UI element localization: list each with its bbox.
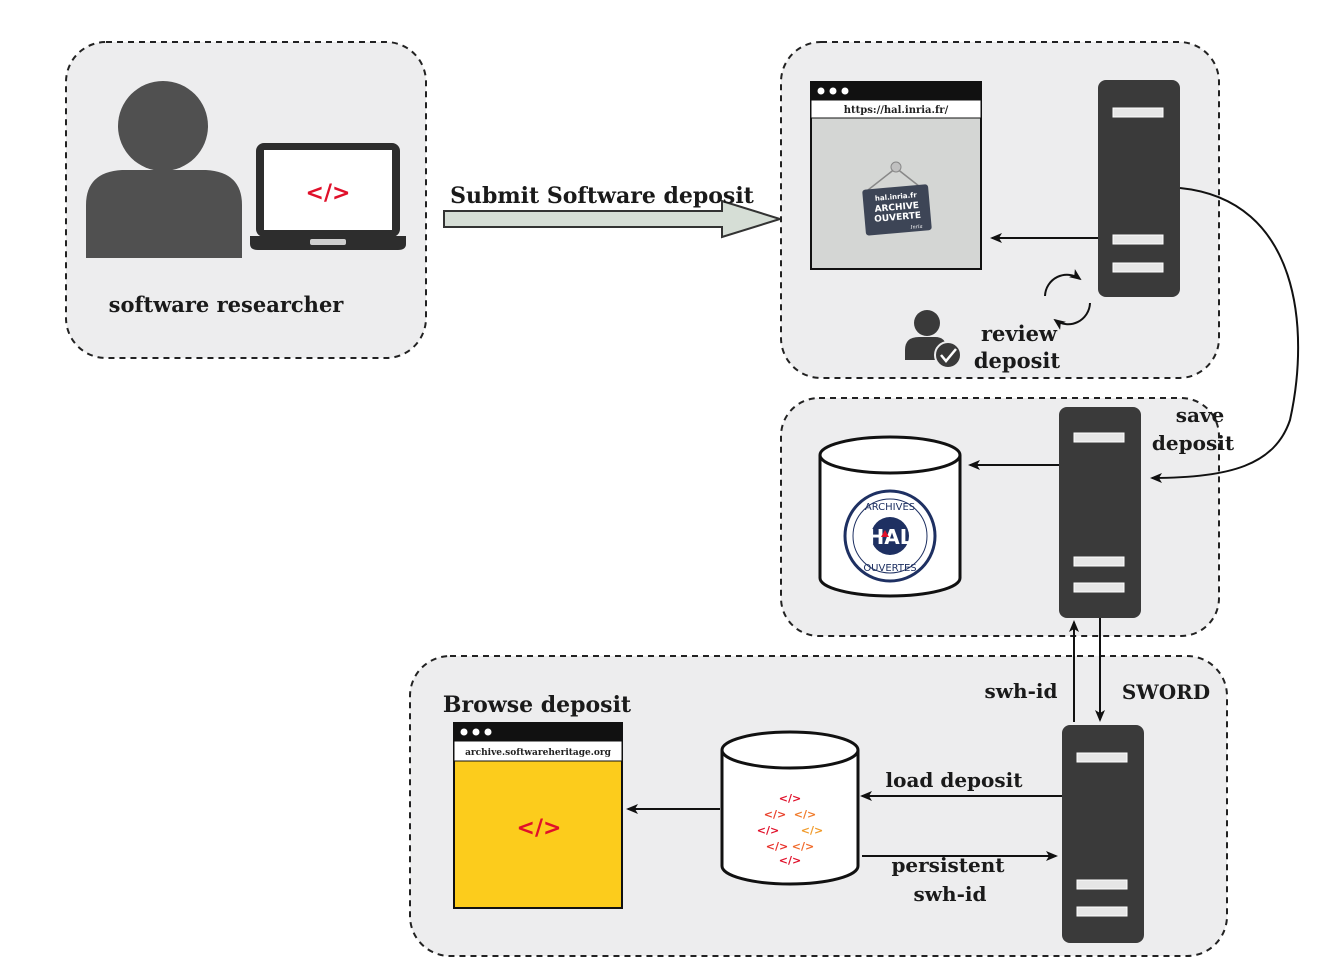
browse-deposit-title: Browse deposit (443, 692, 632, 718)
review-label-line2: deposit (974, 348, 1061, 373)
persistent-label-line1: persistent (891, 853, 1005, 877)
svg-text:</>: </> (794, 808, 816, 821)
laptop-code-symbol: </> (306, 181, 351, 206)
hal-archives-logo: HAL ARCHIVES OUVERTES (843, 489, 937, 583)
refresh-cycle-icon (1044, 269, 1091, 330)
swh-panel: Browse deposit archive.softwareheritage.… (409, 655, 1228, 957)
svg-text:OUVERTES: OUVERTES (863, 563, 916, 574)
swh-browser-window: archive.softwareheritage.org </> (453, 722, 623, 909)
svg-text:</>: </> (801, 824, 823, 837)
swh-code-symbol: </> (517, 816, 562, 841)
svg-text:hal.inria.fr: hal.inria.fr (875, 191, 918, 203)
svg-text:</>: </> (766, 840, 788, 853)
save-deposit-arrow (1150, 187, 1300, 483)
software-heritage-logo: </> </> </> </> </> </> </> </> (757, 792, 823, 867)
review-label-line1: review (981, 321, 1058, 346)
researcher-panel: </> software researcher (65, 41, 427, 359)
save-label-line2: deposit (1152, 431, 1235, 455)
svg-text:</>: </> (779, 792, 801, 805)
load-deposit-label: load deposit (886, 768, 1024, 792)
save-label-line1: save (1176, 403, 1225, 427)
persistent-label-line2: swh-id (914, 882, 987, 906)
svg-text:HAL: HAL (868, 525, 913, 549)
svg-text:OUVERTE: OUVERTE (874, 211, 922, 225)
swh-database-icon (720, 730, 860, 886)
svg-text:</>: </> (792, 840, 814, 853)
hal-web-server-icon (1098, 80, 1180, 297)
hal-url-text: https://hal.inria.fr/ (844, 105, 949, 116)
swh-server-icon (1062, 725, 1144, 943)
submit-arrow: Submit Software deposit (443, 183, 784, 239)
svg-text:</>: </> (757, 824, 779, 837)
submit-arrow-label: Submit Software deposit (450, 183, 755, 209)
hal-storage-server-icon (1059, 407, 1141, 618)
svg-text:ARCHIVES: ARCHIVES (865, 502, 915, 513)
swh-url-text: archive.softwareheritage.org (465, 748, 612, 758)
svg-text:Inria: Inria (909, 224, 923, 231)
sword-label: SWORD (1122, 680, 1210, 704)
swh-id-label: swh-id (985, 679, 1058, 703)
svg-text:</>: </> (764, 808, 786, 821)
svg-text:ARCHIVE: ARCHIVE (874, 201, 919, 215)
svg-text:</>: </> (779, 854, 801, 867)
person-icon (86, 81, 242, 258)
hal-sign-icon: hal.inria.fr ARCHIVE OUVERTE Inria (862, 184, 932, 236)
hal-storage-panel: HAL ARCHIVES OUVERTES save deposit (780, 397, 1235, 637)
laptop-icon: </> (250, 143, 406, 250)
hal-browser-window: https://hal.inria.fr/ hal.inria.fr ARCHI… (810, 81, 982, 270)
reviewer-icon (905, 310, 962, 369)
researcher-label: software researcher (109, 292, 345, 317)
hal-web-panel: https://hal.inria.fr/ hal.inria.fr ARCHI… (780, 41, 1220, 379)
